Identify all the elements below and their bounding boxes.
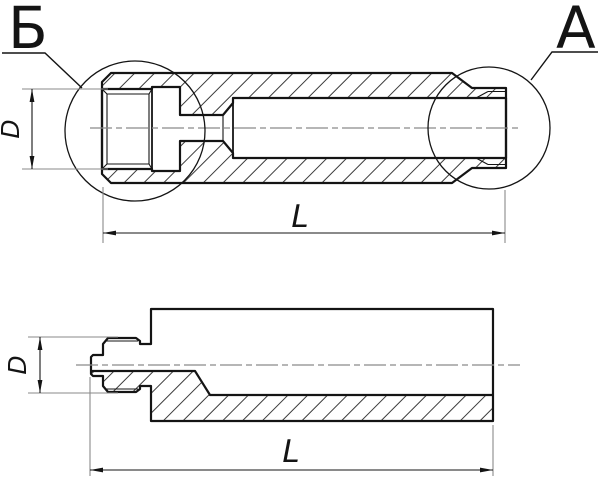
- dim-label-length-top: L: [291, 199, 308, 235]
- arrowhead: [37, 337, 43, 350]
- arrowhead: [37, 380, 43, 393]
- leader-line-a: [530, 51, 598, 81]
- view-label-a: А: [556, 0, 596, 62]
- arrowhead: [480, 467, 493, 473]
- leader-line-b: [2, 52, 83, 89]
- detail-circle-a: [427, 66, 551, 190]
- dim-label-length-bottom: L: [282, 434, 299, 470]
- bottom-dim-diameter: D: [3, 336, 118, 394]
- dim-label-diameter-bottom: D: [3, 355, 32, 374]
- top-dim-diameter: D: [0, 88, 108, 170]
- thread-minor-profile: [101, 88, 153, 170]
- nipple-thread-minor-lines: [106, 340, 138, 390]
- view-label-b: Б: [8, 0, 48, 62]
- bottom-dim-length: L: [89, 377, 494, 476]
- bottom-view: D L: [3, 307, 520, 476]
- arrowhead: [29, 156, 35, 169]
- right-end-thread-lines: [475, 90, 506, 166]
- top-view: Б А D L: [0, 0, 598, 243]
- arrowhead: [103, 230, 116, 236]
- bottom-part-outline: [89, 307, 495, 423]
- bottom-bore-profile: [91, 369, 493, 397]
- top-dim-length: L: [102, 187, 506, 243]
- detail-circle-b: [64, 60, 206, 202]
- dim-label-diameter-top: D: [0, 119, 25, 138]
- top-view-hatch: [102, 73, 506, 183]
- top-cavity-outline: [100, 85, 508, 173]
- arrowhead: [29, 89, 35, 102]
- arrowhead: [492, 230, 505, 236]
- arrowhead: [90, 467, 103, 473]
